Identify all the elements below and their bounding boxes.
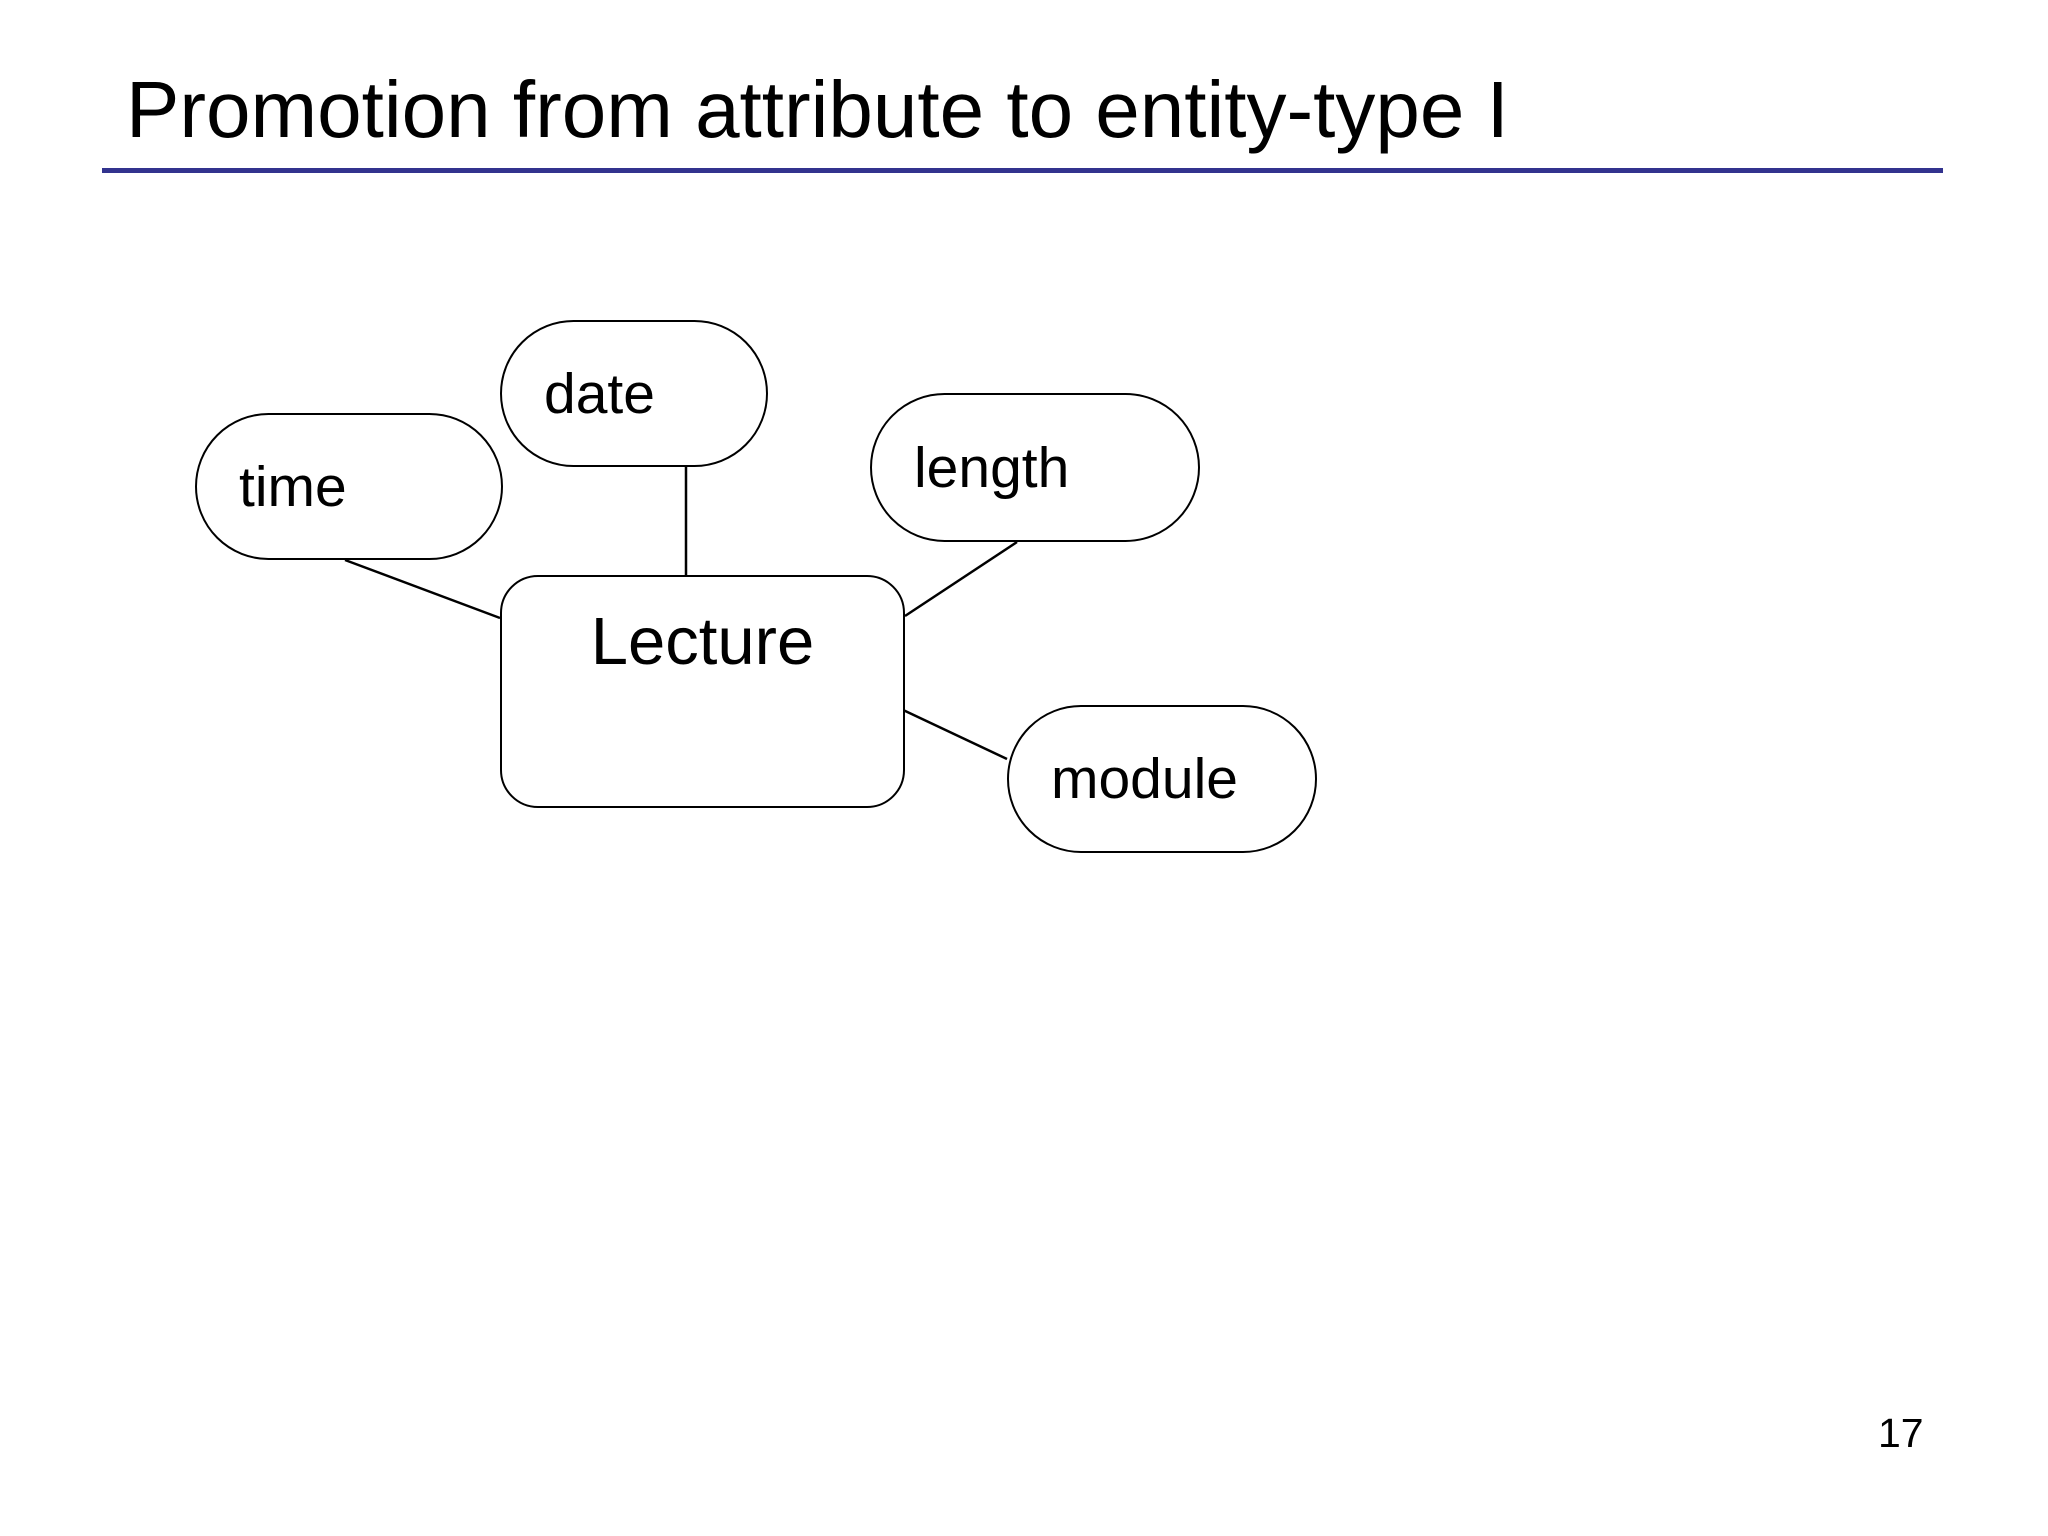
attribute-label-time: time — [239, 454, 347, 519]
entity-label-lecture: Lecture — [590, 604, 815, 679]
attribute-label-length: length — [914, 435, 1070, 500]
connector-length-lecture — [904, 540, 1018, 618]
connector-lecture-module — [900, 707, 1008, 761]
attribute-oval-date: date — [500, 320, 768, 467]
title-underline — [102, 168, 1943, 173]
attribute-oval-time: time — [195, 413, 503, 560]
attribute-label-module: module — [1051, 747, 1238, 811]
page-number: 17 — [1878, 1410, 1924, 1456]
entity-box-lecture: Lecture — [500, 575, 905, 808]
slide-title: Promotion from attribute to entity-type … — [126, 65, 1509, 154]
attribute-oval-length: length — [870, 393, 1200, 542]
attribute-label-date: date — [544, 361, 655, 426]
connector-time-lecture — [344, 558, 501, 620]
attribute-oval-module: module — [1007, 705, 1317, 853]
